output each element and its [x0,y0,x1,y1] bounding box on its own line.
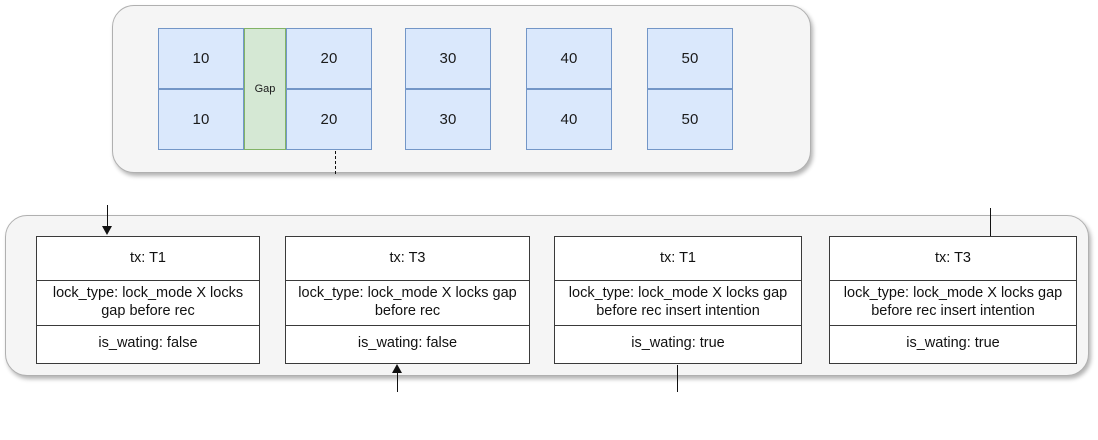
gap-dashed-connector [335,151,336,174]
index-cell-10-bottom: 10 [158,89,244,150]
arrow-up-icon-lock-2 [392,364,402,373]
index-column-20: 20 20 [286,28,372,150]
lock-box-1: tx: T1 lock_type: lock_mode X locks gap … [36,236,260,364]
index-column-30: 30 30 [405,28,491,150]
index-column-50: 50 50 [647,28,733,150]
arrow-down-icon-lock-1 [102,226,112,235]
lock-box-3-lock-type: lock_type: lock_mode X locks gap before … [555,281,801,326]
lock-box-4-is-waiting: is_wating: true [906,335,1000,352]
connector-line-from-lock-3 [677,365,678,392]
lock-box-2-tx: tx: T3 [286,237,529,282]
lock-box-2: tx: T3 lock_type: lock_mode X locks gap … [285,236,530,364]
connector-line-to-lock-2 [397,370,398,392]
index-records-panel: 10 10 Gap 20 20 30 30 40 40 50 50 [112,5,811,173]
index-cell-20-bottom: 20 [286,89,372,150]
index-column-10: 10 10 [158,28,244,150]
lock-box-3: tx: T1 lock_type: lock_mode X locks gap … [554,236,802,364]
lock-box-3-tx: tx: T1 [555,237,801,282]
lock-box-4: tx: T3 lock_type: lock_mode X locks gap … [829,236,1077,364]
index-group-40: 40 40 [526,28,612,150]
lock-box-1-tx: tx: T1 [37,237,259,282]
connector-line-to-lock-1 [107,205,108,228]
index-cell-10-top: 10 [158,28,244,89]
index-cell-30-top: 30 [405,28,491,89]
lock-box-2-lock-type: lock_type: lock_mode X locks gap before … [286,281,529,326]
lock-box-4-tx: tx: T3 [830,237,1076,282]
index-cell-30-bottom: 30 [405,89,491,150]
index-group-30: 30 30 [405,28,491,150]
index-cell-50-bottom: 50 [647,89,733,150]
lock-box-3-is-waiting: is_wating: true [631,335,725,352]
lock-box-1-is-waiting: is_wating: false [98,335,198,352]
index-column-40: 40 40 [526,28,612,150]
connector-line-to-lock-4 [990,208,991,237]
index-group-50: 50 50 [647,28,733,150]
lock-box-1-lock-type: lock_type: lock_mode X locks gap before … [37,281,259,326]
lock-box-4-lock-type: lock_type: lock_mode X locks gap before … [830,281,1076,326]
index-cell-50-top: 50 [647,28,733,89]
index-cell-40-top: 40 [526,28,612,89]
gap-cell: Gap [244,28,286,150]
index-cell-40-bottom: 40 [526,89,612,150]
index-cell-20-top: 20 [286,28,372,89]
index-group-10-20: 10 10 Gap 20 20 [158,28,372,150]
lock-box-2-is-waiting: is_wating: false [357,335,458,352]
